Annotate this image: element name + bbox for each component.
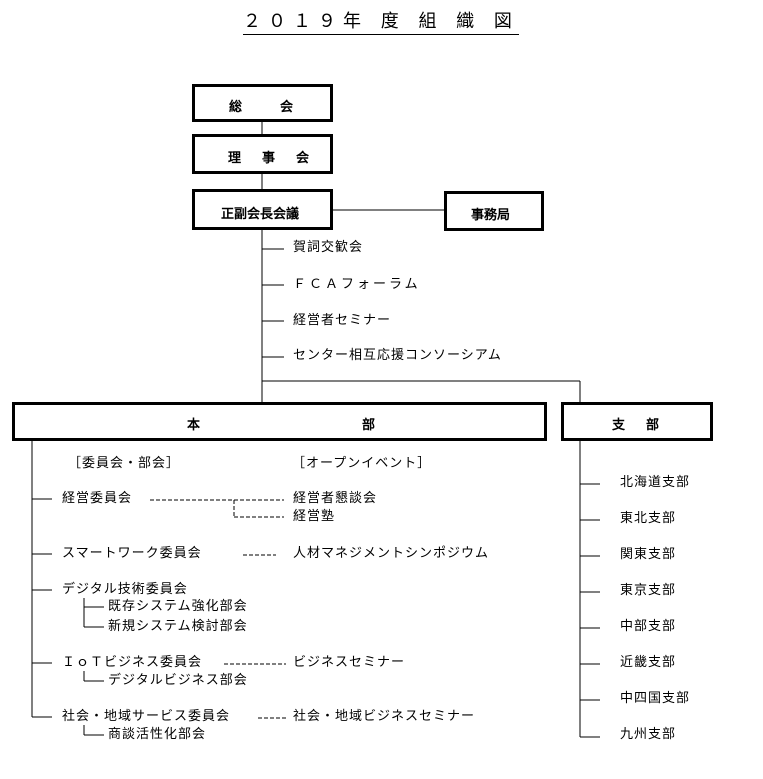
chart-title: ２０１９年 度 組 織 図 (243, 10, 519, 35)
branch-chushikoku: 中四国支部 (620, 691, 691, 706)
branch-hokkaido: 北海道支部 (620, 475, 691, 490)
event-executive-seminar: 経営者セミナー (293, 313, 392, 328)
committee-management: 経営委員会 (62, 491, 133, 506)
subcommittee-legacy-systems: 既存システム強化部会 (108, 599, 248, 614)
branch-tokyo: 東京支部 (620, 583, 677, 598)
event-social-regional-seminar: 社会・地域ビジネスセミナー (293, 709, 476, 724)
branch-kinki: 近畿支部 (620, 655, 677, 670)
secretariat-label: 事務局 (471, 208, 511, 223)
event-fca-forum: ＦＣＡフォーラム (293, 277, 421, 292)
subcommittee-digital-business: デジタルビジネス部会 (108, 673, 248, 688)
board-box: 理 事 会 (192, 134, 333, 174)
committee-iot-business: ＩｏＴビジネス委員会 (62, 655, 203, 670)
secretariat-box: 事務局 (444, 191, 544, 231)
presidents-meeting-label: 正副会長会議 (221, 207, 300, 222)
event-management-school: 経営塾 (293, 509, 336, 524)
committee-digital-tech: デジタル技術委員会 (62, 582, 188, 597)
general-assembly-box: 総 会 (192, 84, 333, 122)
committees-header: ［委員会・部会］ (68, 456, 181, 471)
branch-kyushu: 九州支部 (620, 727, 677, 742)
event-business-seminar: ビジネスセミナー (293, 655, 406, 670)
event-executive-roundtable: 経営者懇談会 (293, 491, 378, 506)
branches-label: 支 部 (612, 418, 664, 433)
board-label: 理 事 会 (228, 151, 314, 166)
branch-kanto: 関東支部 (620, 547, 677, 562)
subcommittee-new-systems: 新規システム検討部会 (108, 619, 248, 634)
general-assembly-label: 総 会 (229, 100, 298, 115)
branches-box: 支 部 (561, 402, 713, 441)
branch-chubu: 中部支部 (620, 619, 677, 634)
branch-tohoku: 東北支部 (620, 511, 677, 526)
headquarters-box: 本 部 (12, 402, 547, 441)
event-center-consortium: センター相互応援コンソーシアム (293, 348, 502, 363)
headquarters-label-2: 部 (362, 418, 380, 433)
event-new-year-party: 賀詞交歓会 (293, 240, 364, 255)
committee-social-regional: 社会・地域サービス委員会 (62, 709, 231, 724)
subcommittee-trade-promotion: 商談活性化部会 (108, 727, 207, 742)
committee-smartwork: スマートワーク委員会 (62, 546, 202, 561)
open-events-header: ［オープンイベント］ (292, 456, 432, 471)
presidents-meeting-box: 正副会長会議 (192, 189, 333, 230)
headquarters-label: 本 (187, 418, 205, 433)
event-hr-symposium: 人材マネジメントシンポジウム (293, 546, 490, 561)
